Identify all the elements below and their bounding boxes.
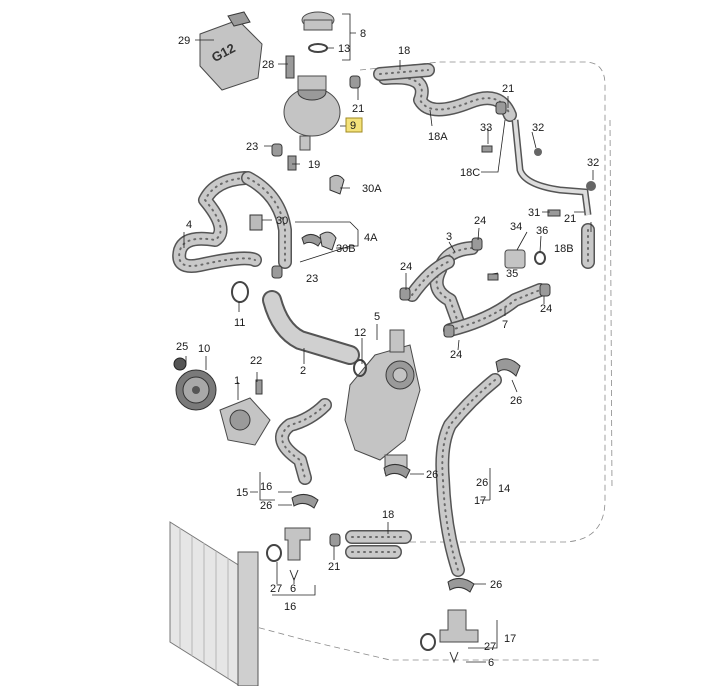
callout-4A: 4A: [364, 232, 378, 244]
callout-24-lower: 24: [450, 349, 462, 361]
callout-26-lower: 26: [490, 579, 502, 591]
cap-seal-ring: [308, 43, 328, 53]
pulley: [175, 369, 217, 411]
hose-4A: [241, 171, 292, 269]
hose-18-top: [373, 63, 435, 81]
o-ring-11: [231, 281, 249, 303]
callout-18-top: 18: [398, 45, 410, 57]
callout-32-upper: 32: [532, 122, 544, 134]
o-ring-12: [353, 359, 367, 377]
tee-piece-16: [284, 527, 311, 561]
callout-24-upper: 24: [474, 215, 486, 227]
callout-22: 22: [250, 355, 262, 367]
callout-30: 30: [276, 215, 288, 227]
hose-18A: [378, 70, 517, 122]
callout-27-left: 27: [270, 583, 282, 595]
callout-21-upper: 21: [502, 83, 514, 95]
pipe-2: [262, 290, 360, 365]
callout-16-lower: 16: [284, 601, 296, 613]
expansion-tank: [283, 75, 341, 151]
tee-piece-17: [439, 609, 479, 643]
sensor-34-36: [504, 249, 546, 269]
o-ring-27a: [266, 544, 282, 562]
callout-10: 10: [198, 343, 210, 355]
callout-6-right: 6: [488, 657, 494, 669]
hose-15: [275, 398, 332, 485]
callout-21-tank: 21: [352, 103, 364, 115]
callout-6-left: 6: [290, 583, 296, 595]
bolts: [255, 145, 596, 395]
callout-32-right: 32: [587, 157, 599, 169]
hose-18-lower: [345, 530, 412, 559]
callout-15: 15: [236, 487, 248, 499]
callout-21-lower: 21: [328, 561, 340, 573]
pipe-18C: [511, 119, 592, 216]
bleed-screw: [285, 55, 295, 79]
expansion-tank-cap: [301, 11, 335, 53]
callout-7: 7: [502, 319, 508, 331]
callout-26-upper: 26: [510, 395, 522, 407]
callout-3: 3: [446, 231, 452, 243]
callout-36: 36: [536, 225, 548, 237]
hose-7: [443, 283, 547, 337]
callout-18C: 18C: [460, 167, 480, 179]
hose-clamps: [271, 75, 551, 593]
callout-23-lower: 23: [306, 273, 318, 285]
callout-33: 33: [480, 122, 492, 134]
callout-16-upper: 16: [260, 481, 272, 493]
callout-24-right: 24: [540, 303, 552, 315]
assembly-outline: [229, 61, 613, 661]
highlight-9: [345, 117, 363, 133]
callout-1: 1: [234, 375, 240, 387]
radiator: [169, 521, 259, 687]
callout-30A: 30A: [362, 183, 382, 195]
callout-28: 28: [262, 59, 274, 71]
callout-14: 14: [498, 483, 510, 495]
callout-18A: 18A: [428, 131, 448, 143]
bolt-25: [173, 357, 187, 371]
callout-31: 31: [528, 207, 540, 219]
callout-18-lower: 18: [382, 509, 394, 521]
hose-4: [172, 171, 262, 273]
callout-23-upper: 23: [246, 141, 258, 153]
callout-27-right: 27: [484, 641, 496, 653]
callout-26-pump: 26: [426, 469, 438, 481]
callout-2: 2: [300, 365, 306, 377]
callout-25: 25: [176, 341, 188, 353]
callout-13: 13: [338, 43, 350, 55]
callout-21-right: 21: [564, 213, 576, 225]
hose-3-upper: [405, 255, 455, 302]
callout-30B: 30B: [336, 243, 356, 255]
callout-19: 19: [308, 159, 320, 171]
callout-5: 5: [374, 311, 380, 323]
callout-9: 9: [350, 120, 356, 132]
callout-24-mid: 24: [400, 261, 412, 273]
leader-lines: [183, 13, 594, 663]
callout-labels: 29 8 13 28 21 9 18 18A 21 33 32 23 19 18…: [176, 28, 599, 669]
callout-11: 11: [234, 317, 245, 329]
callout-35: 35: [506, 268, 518, 280]
callout-26-left: 26: [260, 500, 272, 512]
coolant-pump: [219, 397, 271, 446]
callout-17-upper: 17: [474, 495, 486, 507]
callout-12: 12: [354, 327, 366, 339]
callout-8: 8: [360, 28, 366, 40]
callout-26-14: 26: [476, 477, 488, 489]
callout-29: 29: [178, 35, 190, 47]
coolant-additive-bottle: G12: [199, 11, 263, 91]
o-ring-27b: [420, 633, 436, 651]
callout-18B: 18B: [554, 243, 574, 255]
clip-30: [249, 174, 345, 251]
callout-34: 34: [510, 221, 522, 233]
callout-4: 4: [186, 219, 192, 231]
hose-14: [435, 373, 502, 577]
callout-17-lower: 17: [504, 633, 516, 645]
